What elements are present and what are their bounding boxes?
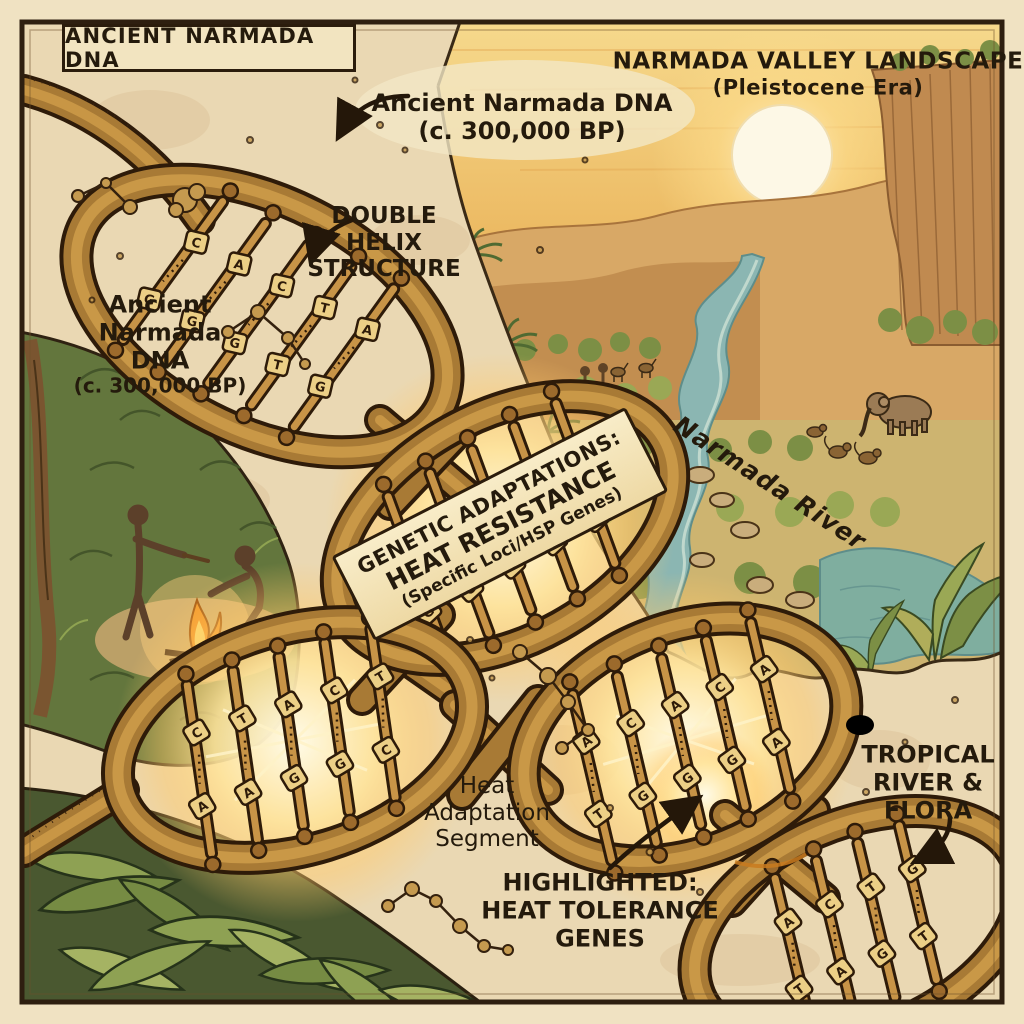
arrow-double-helix — [302, 217, 355, 267]
heat-segment-line3: Segment — [435, 826, 539, 853]
label-dna-left: Ancient Narmada DNA (c. 300,000 BP) — [73, 290, 247, 399]
elephant — [858, 392, 932, 438]
dna-left-line1: Ancient — [108, 290, 212, 319]
base-letter: G — [185, 314, 199, 331]
highlighted-line2: HEAT TOLERANCE — [481, 896, 719, 925]
monkeys — [806, 423, 882, 465]
base-letter: C — [190, 235, 203, 252]
annotation-arrows — [302, 93, 956, 871]
molecule-doodles — [71, 76, 959, 956]
helix-eye-4: A T C G A G — [506, 601, 864, 882]
double-helix-line2: HELIX — [346, 229, 422, 256]
heat-segment-line1: Heat — [459, 772, 515, 799]
arrow-highlighted-genes — [607, 794, 704, 871]
base-letter: A — [361, 322, 374, 339]
cliff — [870, 40, 1000, 346]
deer — [610, 358, 657, 382]
landscape-title-line1: NARMADA VALLEY LANDSCAPE — [612, 48, 1024, 75]
label-dna-top: Ancient Narmada DNA (c. 300,000 BP) — [371, 89, 673, 146]
label-dna-top-line2: (c. 300,000 BP) — [418, 117, 626, 145]
page-title: ANCIENT NARMADA DNA — [65, 24, 315, 72]
frame-border — [19, 19, 1005, 1005]
helix-eye-5: A T C A T G — [677, 794, 1000, 1000]
title-box: ANCIENT NARMADA DNA — [62, 24, 356, 72]
base-letter: C — [275, 279, 288, 296]
base-letter: G — [142, 292, 156, 309]
dna-left-line2: Narmada — [98, 318, 222, 347]
tropical-line3: FLORA — [883, 795, 973, 824]
highlighted-line1: HIGHLIGHTED: — [502, 868, 698, 897]
sun — [731, 104, 833, 206]
label-dna-top-line1: Ancient Narmada DNA — [371, 89, 673, 118]
base-letter: G — [313, 379, 327, 396]
tropical-line2: RIVER & — [872, 768, 984, 797]
label-heat-segment: Heat Adaptation Segment — [424, 773, 550, 853]
dna-left-line3: DNA — [130, 346, 190, 375]
base-letter: G — [228, 336, 242, 353]
helix-eye-3: C A T A A G — [101, 605, 489, 875]
highlighted-line3: GENES — [555, 923, 645, 952]
arrow-dna-top — [335, 93, 411, 142]
tropical-line1: TROPICAL — [861, 740, 995, 769]
helix-eye-1: C G A G C G — [59, 162, 465, 470]
dna-left-line4: (c. 300,000 BP) — [73, 374, 247, 399]
heat-segment-line2: Adaptation — [424, 799, 550, 826]
arrow-tropical — [909, 815, 956, 865]
base-letter: T — [318, 301, 330, 318]
label-double-helix: DOUBLE HELIX STRUCTURE — [307, 203, 460, 283]
base-letter: A — [232, 257, 245, 274]
double-helix-line3: STRUCTURE — [307, 256, 461, 283]
label-tropical: TROPICAL RIVER & FLORA — [861, 740, 995, 824]
dna-helix: C G A G C G — [24, 74, 1000, 1000]
base-letter: T — [271, 358, 283, 375]
double-helix-line1: DOUBLE — [331, 202, 437, 229]
landscape-title-line2: (Pleistocene Era) — [712, 75, 924, 100]
label-highlighted: HIGHLIGHTED: HEAT TOLERANCE GENES — [481, 868, 719, 952]
label-landscape-title: NARMADA VALLEY LANDSCAPE (Pleistocene Er… — [613, 48, 1024, 99]
